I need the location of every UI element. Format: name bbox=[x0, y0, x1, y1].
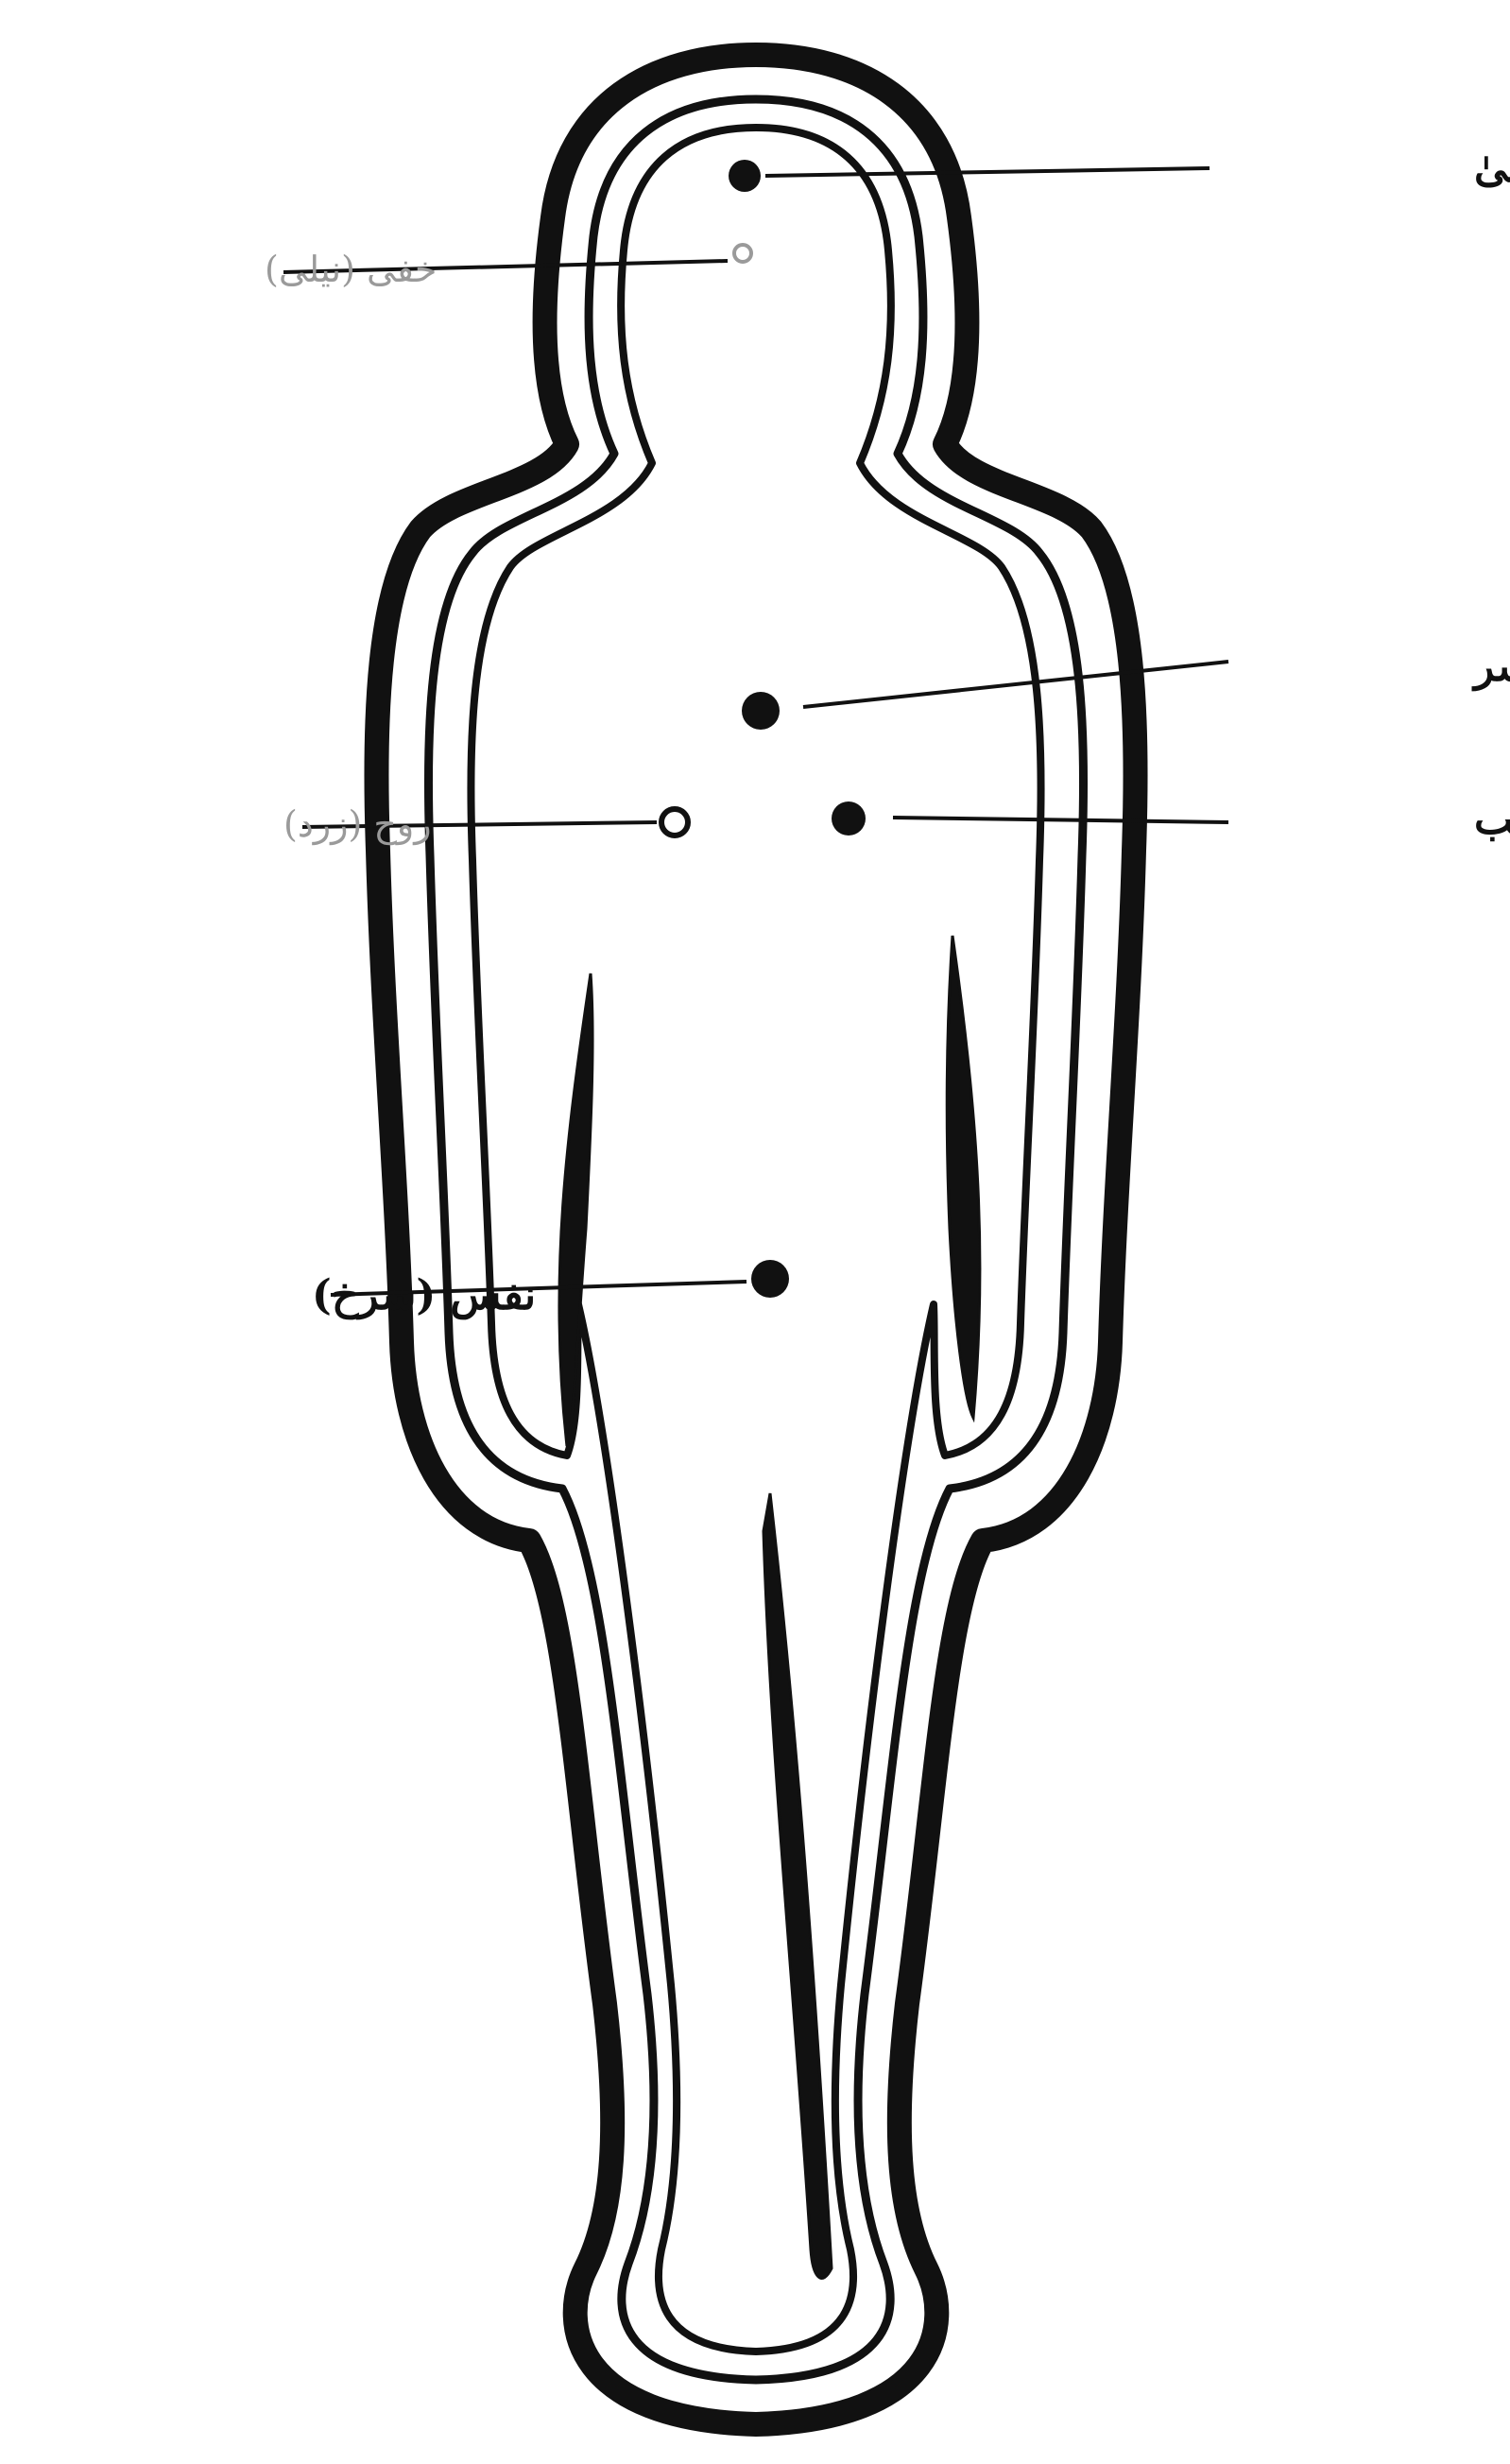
nafs-point bbox=[751, 1260, 789, 1298]
sirr-leader bbox=[803, 662, 1228, 707]
right-arm-line bbox=[947, 936, 980, 1418]
sirr-point bbox=[742, 692, 780, 730]
qalb-point bbox=[832, 801, 866, 836]
qalb-leader bbox=[893, 818, 1228, 822]
sirr-label: (سبز) سر bbox=[1471, 643, 1510, 692]
leg-separation-line bbox=[764, 1493, 832, 2278]
left-arm-line bbox=[559, 974, 592, 1446]
akhfa-label: (بنفشی) اخفیٰ bbox=[1474, 144, 1510, 192]
ruh-label: روح (زرد) bbox=[283, 803, 432, 846]
akhfa-point bbox=[729, 160, 761, 192]
akhfa-leader bbox=[765, 168, 1210, 176]
khafi-point bbox=[734, 245, 751, 262]
nafs-label: نفس (سرخ) bbox=[312, 1271, 536, 1320]
khafi-label: خفی (نیلی) bbox=[265, 249, 437, 290]
ruh-point bbox=[661, 809, 688, 836]
aura-outline-middle bbox=[428, 99, 1083, 2380]
qalb-label: (زردی) قلب bbox=[1474, 796, 1510, 845]
